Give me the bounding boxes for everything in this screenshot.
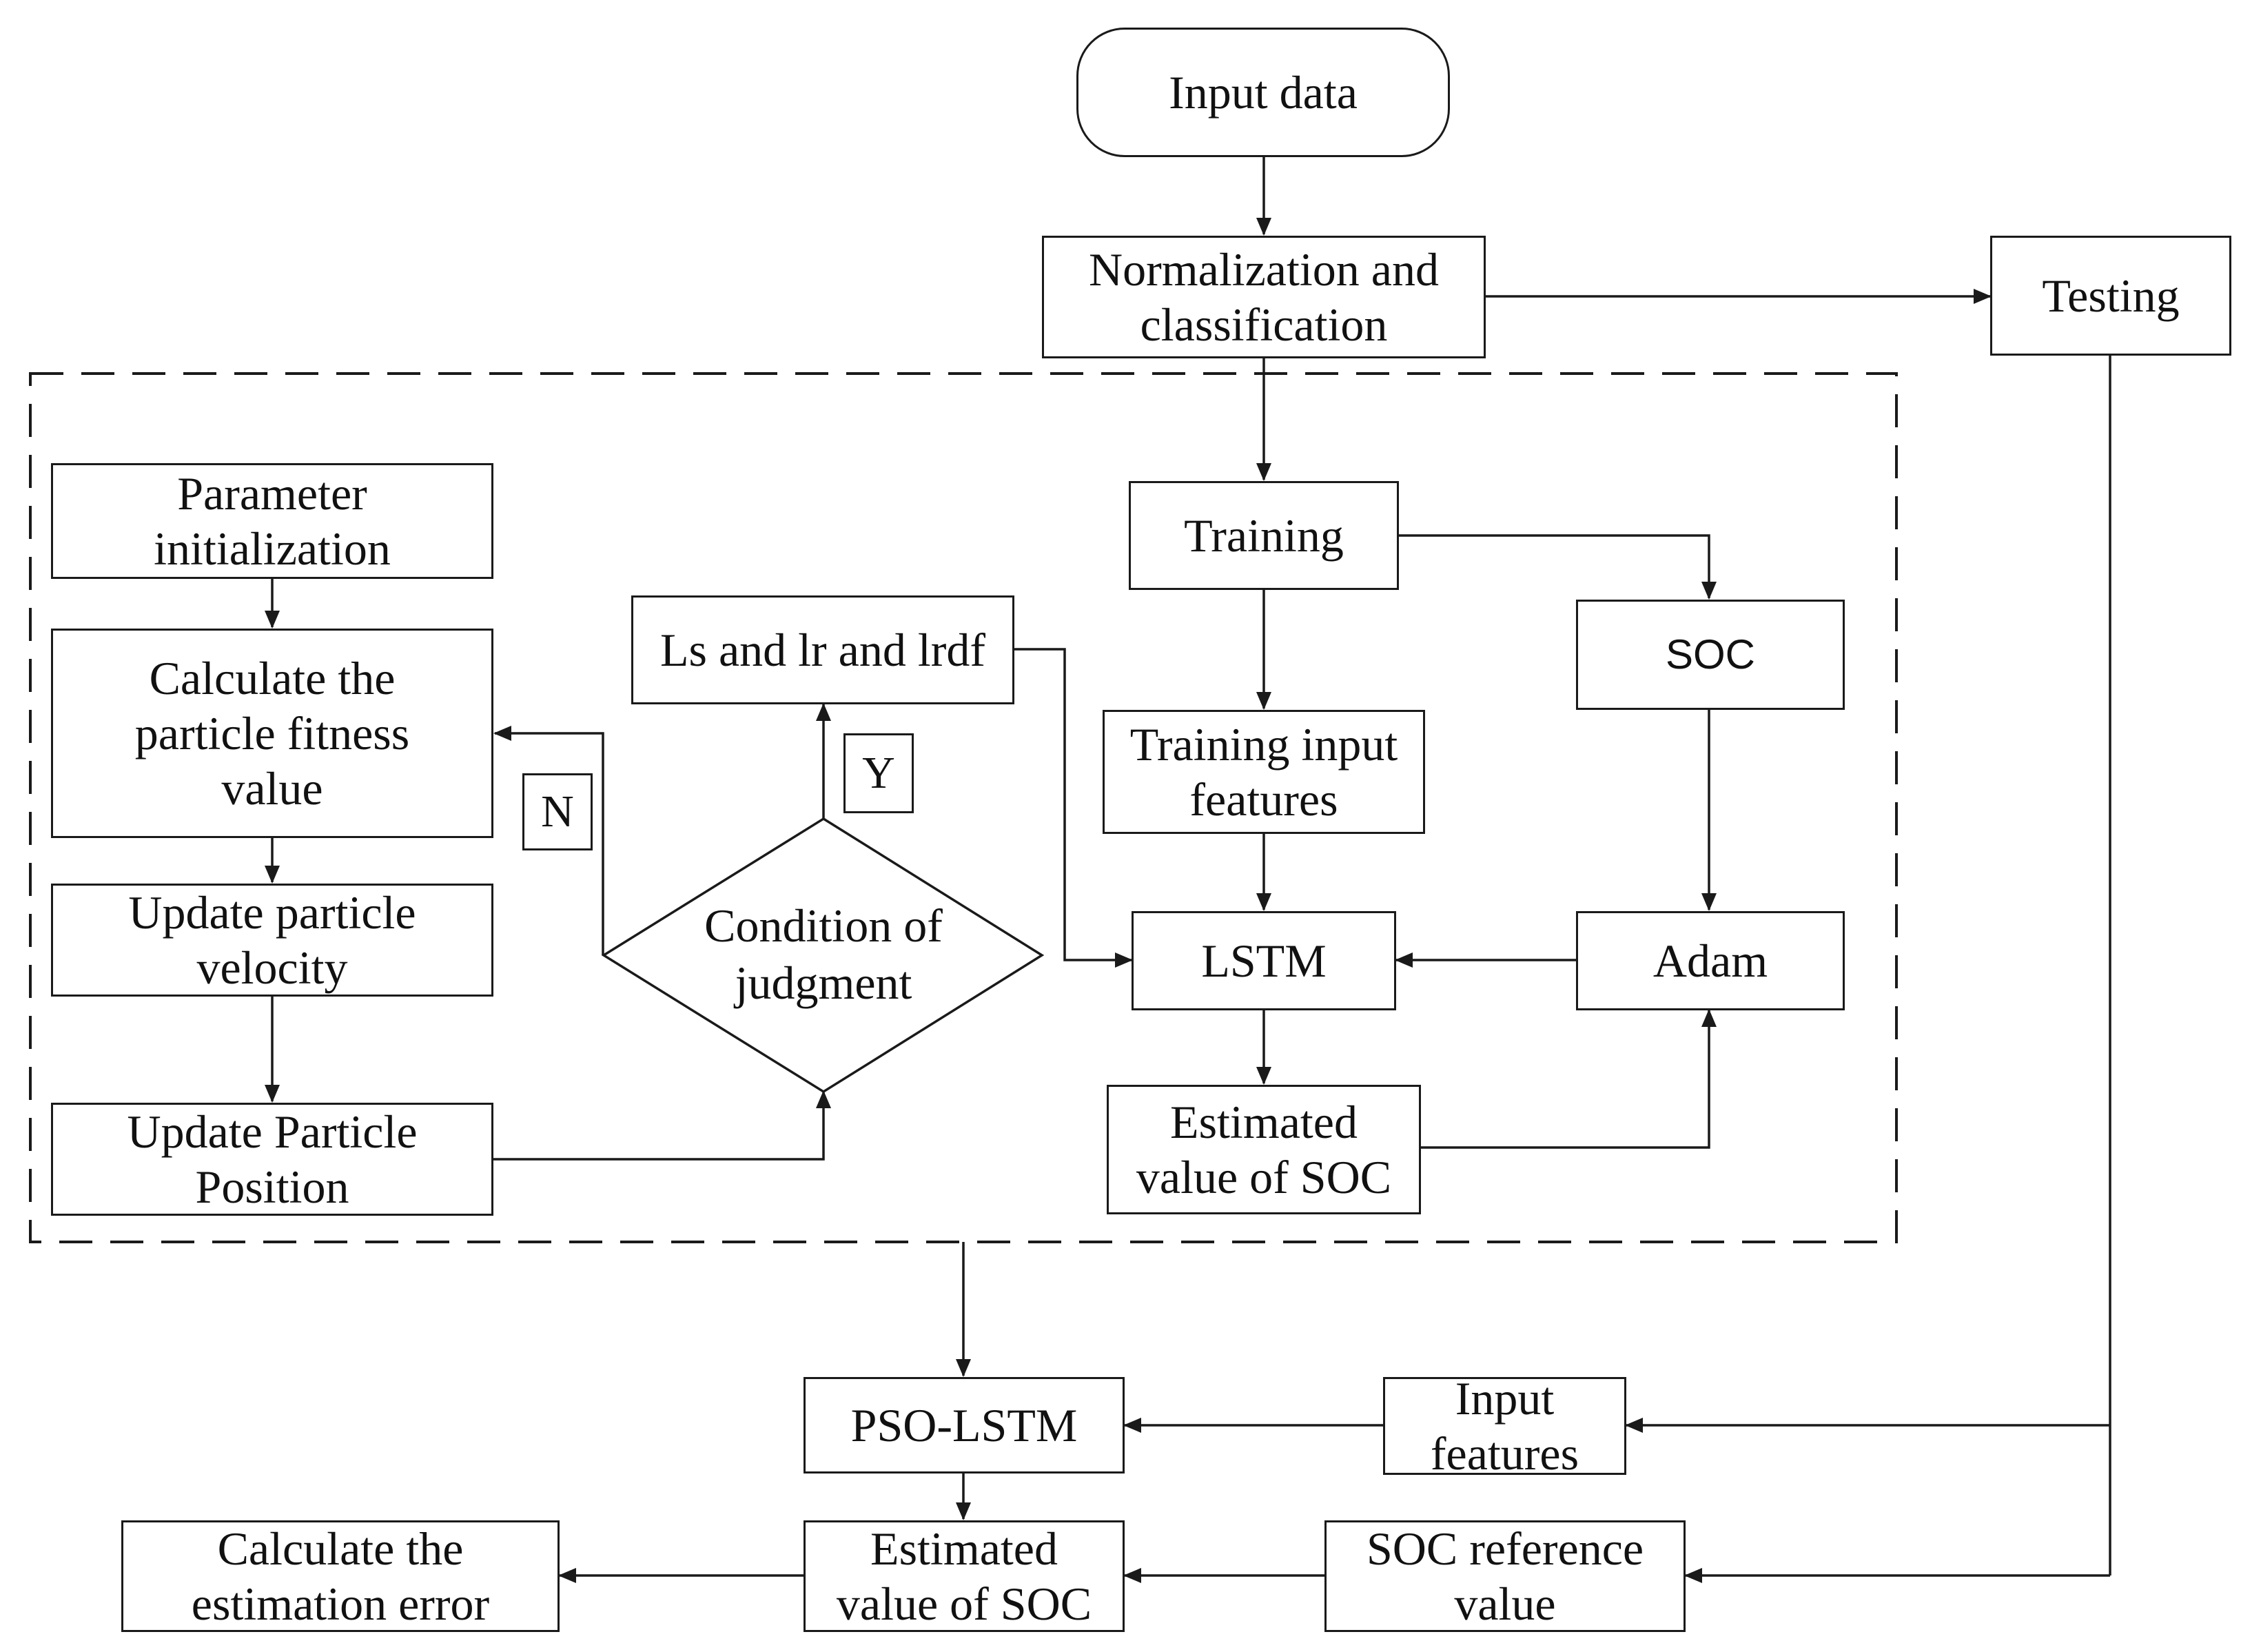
ls-lr-lrdf-node: Ls and lr and lrdf (631, 595, 1014, 704)
soc-node: SOC (1576, 600, 1845, 710)
condition-diamond (601, 817, 1045, 1094)
update-velocity-node: Update particle velocity (51, 884, 493, 997)
testing-node: Testing (1990, 236, 2231, 356)
input-features-node: Input features (1383, 1372, 1626, 1480)
lstm-node: LSTM (1132, 911, 1396, 1010)
estimated-soc-outer-node: Estimated value of SOC (804, 1520, 1125, 1632)
no-label: N (522, 773, 593, 850)
condition-label: Condition of judgment (704, 899, 943, 1009)
normalization-node: Normalization and classification (1042, 236, 1486, 358)
soc-reference-node: SOC reference value (1324, 1520, 1686, 1632)
estimated-soc-inner-node: Estimated value of SOC (1107, 1085, 1421, 1214)
edge-condition-to-fitness (493, 726, 604, 955)
edge-params-to-lstm (1014, 648, 1133, 968)
calculate-error-node: Calculate the estimation error (121, 1520, 560, 1632)
adam-node: Adam (1576, 911, 1845, 1010)
calculate-fitness-node: Calculate the particle fitness value (51, 629, 493, 838)
pso-training-region (29, 372, 1898, 1243)
parameter-initialization-node: Parameter initialization (51, 463, 493, 579)
training-node: Training (1129, 481, 1399, 590)
edge-training-to-soc (1399, 534, 1717, 600)
edge-estimated-to-adam (1421, 1009, 1717, 1149)
pso-lstm-node: PSO-LSTM (804, 1377, 1125, 1473)
input-data-node: Input data (1076, 28, 1450, 157)
yes-label: Y (843, 733, 914, 813)
update-position-node: Update Particle Position (51, 1103, 493, 1216)
edge-position-to-condition (493, 1090, 831, 1161)
training-input-features-node: Training input features (1103, 710, 1425, 834)
